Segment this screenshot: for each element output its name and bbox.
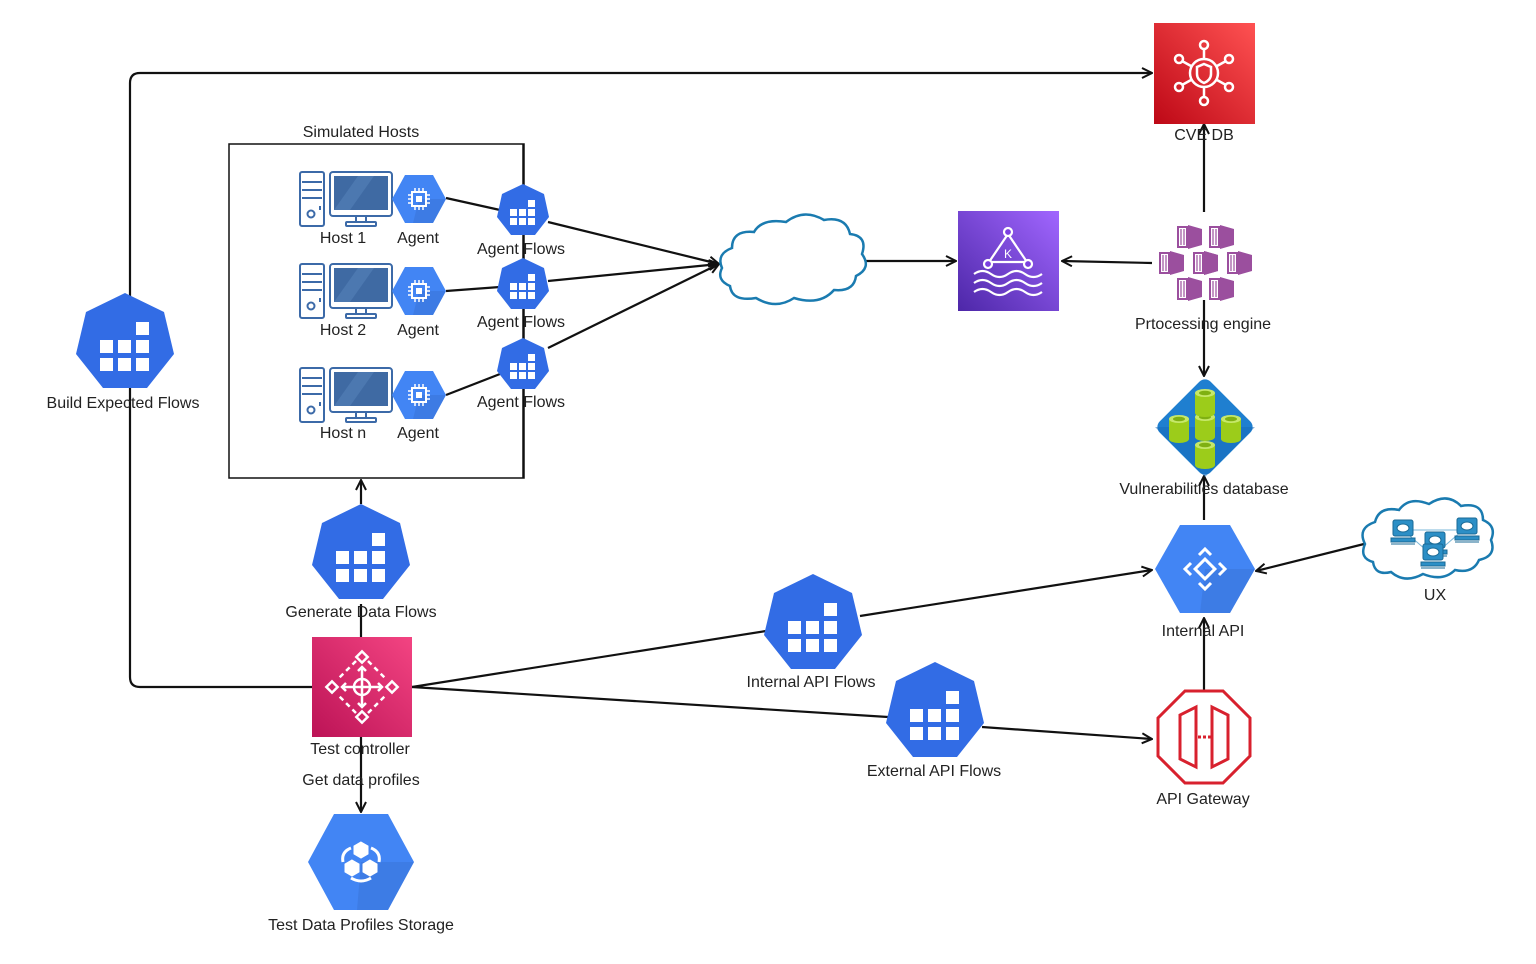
edge-agent3-flows: [445, 372, 501, 397]
api-gateway-label: API Gateway: [1156, 791, 1250, 808]
test-controller-label: Test controller: [310, 741, 410, 758]
agent-label: Agent: [397, 230, 439, 247]
external-api-flows-node[interactable]: [886, 662, 984, 757]
edge-flows3-cloud: [547, 264, 719, 349]
generate-data-flows-label: Generate Data Flows: [285, 604, 437, 621]
database-cluster-icon: [1169, 389, 1241, 469]
api-gateway-icon: [1178, 704, 1230, 770]
controller-icon: [324, 649, 400, 725]
api-endpoint-icon: [1182, 546, 1228, 592]
svg-text:K: K: [1004, 247, 1012, 261]
build-expected-flows-node[interactable]: [76, 293, 174, 388]
edge-ux-internalapi: [1256, 542, 1365, 571]
containers-cluster-icon: [1159, 224, 1253, 302]
computer-icon: [299, 171, 393, 227]
agent-label: Agent: [397, 425, 439, 442]
simulated-hosts-group: [228, 143, 525, 479]
get-data-profiles-label: Get data profiles: [302, 772, 420, 789]
flows-icon: [497, 258, 549, 309]
internal-api-flows-node[interactable]: [764, 574, 862, 669]
agent-label: Agent: [397, 322, 439, 339]
flows-icon: [764, 574, 862, 669]
processing-engine-label: Prtocessing engine: [1134, 316, 1272, 333]
generate-data-flows-node[interactable]: [312, 504, 410, 599]
network-cloud-icon: [1390, 517, 1480, 569]
host-row-1[interactable]: [299, 171, 549, 235]
vulnerabilities-database-label: Vulnerabilities database: [1119, 481, 1289, 498]
flows-icon: [886, 662, 984, 757]
shield-network-icon: [1173, 39, 1235, 107]
edge-flows1-cloud: [547, 220, 719, 264]
cve-db-label: CVE DB: [1174, 127, 1234, 144]
storage-icon: [341, 841, 381, 883]
host-label: Host 1: [319, 230, 367, 247]
simulated-hosts-label: Simulated Hosts: [302, 124, 420, 141]
cloud-node[interactable]: [719, 213, 868, 306]
external-api-flows-label: External API Flows: [866, 763, 1002, 780]
internal-api-flows-label: Internal API Flows: [746, 674, 876, 691]
host-row-2[interactable]: [299, 258, 549, 319]
processing-engine-node[interactable]: [1159, 224, 1253, 302]
host-label: Host 2: [319, 322, 367, 339]
agent-flows-label: Agent Flows: [476, 314, 566, 331]
test-controller-node[interactable]: [312, 637, 412, 737]
edge-flows2-cloud: [547, 264, 719, 283]
agent-chip-icon: [391, 266, 447, 316]
agent-chip-icon: [391, 174, 447, 224]
kafka-stream-node[interactable]: K: [958, 211, 1059, 311]
vulnerabilities-database-node[interactable]: [1154, 376, 1256, 478]
kafka-stream-icon: K: [973, 226, 1043, 297]
cve-db-node[interactable]: [1154, 23, 1255, 124]
computer-icon: [299, 367, 393, 423]
computer-icon: [299, 263, 393, 319]
api-gateway-node[interactable]: [1156, 689, 1252, 785]
test-data-storage-label: Test Data Profiles Storage: [268, 917, 454, 934]
ux-label: UX: [1423, 587, 1447, 604]
test-data-storage-node[interactable]: [308, 814, 414, 910]
edge-agent2-flows: [445, 285, 501, 293]
edge-internalflows-internalapi: [859, 570, 1152, 618]
internal-api-node[interactable]: [1155, 525, 1255, 613]
flows-icon: [497, 338, 549, 389]
build-expected-flows-label: Build Expected Flows: [46, 395, 200, 412]
agent-chip-icon: [391, 370, 447, 420]
host-label: Host n: [319, 425, 367, 442]
flows-icon: [76, 293, 174, 388]
edge-processing-kinesis: [1062, 261, 1153, 263]
edges: [128, 73, 1365, 812]
edge-controller-externalflows: [411, 685, 889, 719]
ux-node[interactable]: [1361, 497, 1494, 580]
flows-icon: [497, 184, 549, 235]
edge-externalflows-gateway: [981, 725, 1152, 739]
internal-api-label: Internal API: [1161, 623, 1245, 640]
agent-flows-label: Agent Flows: [476, 394, 566, 411]
edge-controller-internalflows: [411, 629, 767, 689]
agent-flows-label: Agent Flows: [476, 241, 566, 258]
flows-icon: [312, 504, 410, 599]
edge-agent1-flows: [445, 196, 501, 212]
